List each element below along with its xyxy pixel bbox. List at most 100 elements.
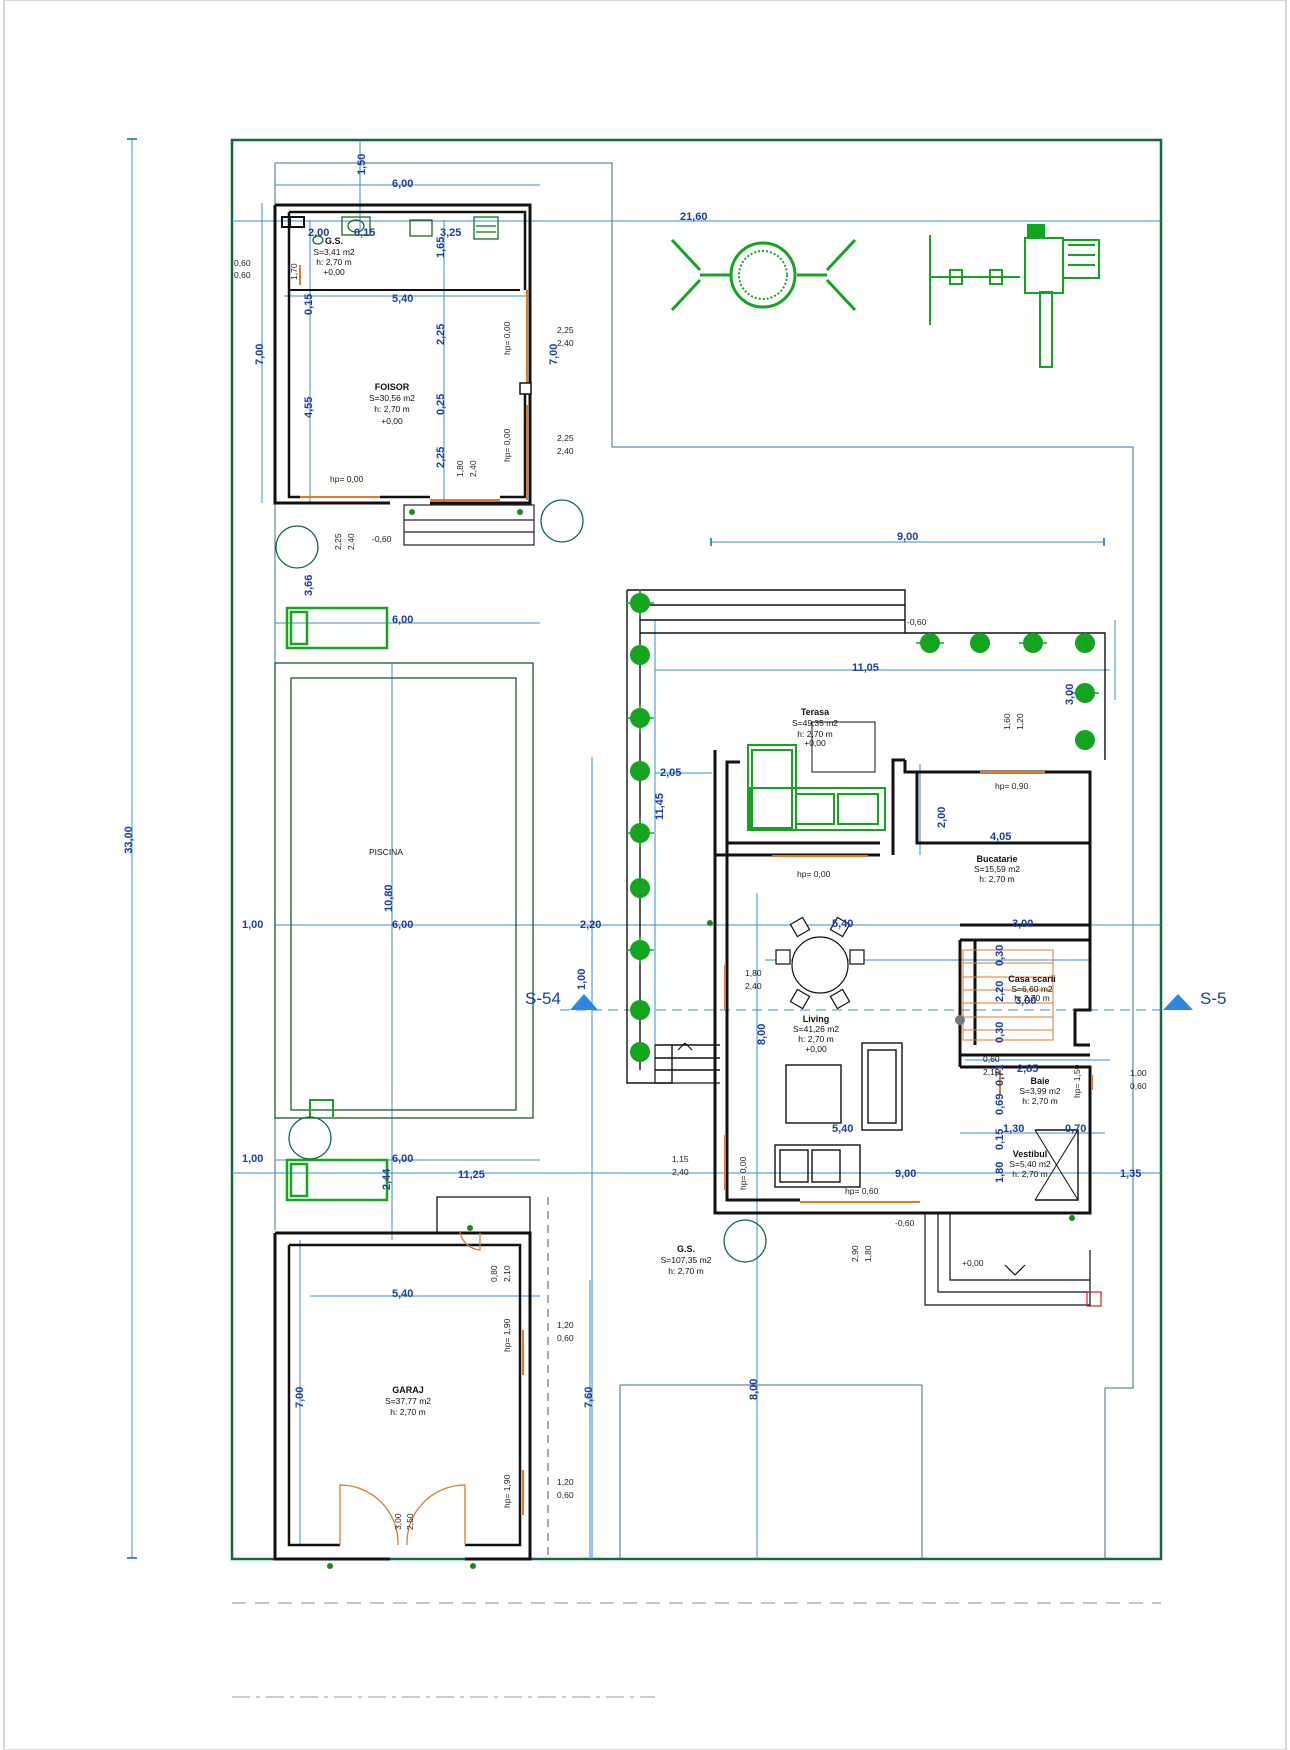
dim-v30b: 0,30 xyxy=(994,1022,1006,1043)
room-garaj-area: S=37,77 m2 xyxy=(385,1396,431,1406)
dim-terrace-w: 9,00 xyxy=(897,531,918,543)
terrace-sofa xyxy=(747,721,886,831)
dim-vest-top: 1,30 xyxy=(1003,1123,1024,1135)
section-label-right: S-5 xyxy=(1200,989,1226,1008)
level-minus-a: -0,60 xyxy=(372,534,392,544)
door-b-w: 3,00 xyxy=(393,1513,403,1530)
room-living-height: h: 2,70 m xyxy=(798,1034,833,1044)
section-marker-left xyxy=(570,994,598,1010)
piscina-outline xyxy=(274,662,534,1119)
window-d-h: 2,40 xyxy=(468,460,478,477)
foisor-lamp xyxy=(517,509,523,515)
dining-set xyxy=(775,916,865,1010)
window-g-w: 2,90 xyxy=(850,1245,860,1262)
hp-label: hp= 0,00 xyxy=(330,474,364,484)
dim-gs-small-w2: 0,15 xyxy=(354,227,375,239)
room-foisor-area: S=30,56 m2 xyxy=(369,393,415,403)
room-terasa-height: h: 2,70 m xyxy=(797,729,832,739)
room-gs-total-height: h: 2,70 m xyxy=(668,1266,703,1276)
window-i-w: 1,20 xyxy=(557,1477,574,1487)
window-f-w: 1,15 xyxy=(672,1154,689,1164)
door-c-w: 0,60 xyxy=(983,1054,1000,1064)
dim-v220: 2,20 xyxy=(994,981,1006,1002)
dim-pool-w-top: 6,00 xyxy=(392,614,413,626)
dimension-ticks xyxy=(127,138,1105,1559)
room-garaj-name: GARAJ xyxy=(392,1385,424,1395)
dim-pool-gap-a: 1,00 xyxy=(242,919,263,931)
room-living-level: +0,00 xyxy=(805,1044,827,1054)
lot-boundary xyxy=(230,138,1163,1561)
foisor-lamp xyxy=(409,509,415,515)
room-casa-scarii-height: h: 2,70 m xyxy=(1014,993,1049,1003)
dim-gap1: 3,66 xyxy=(303,575,315,596)
hp-label: hp= 1,50 xyxy=(1072,1064,1082,1098)
dim-gs-wall: 0,15 xyxy=(303,294,315,315)
hp-label: hp= 0,00 xyxy=(797,869,831,879)
dim-yard-w: 11,25 xyxy=(458,1169,485,1181)
window-d-w: 1,80 xyxy=(455,460,465,477)
playground-set xyxy=(929,224,1100,368)
window-c-h: 2,40 xyxy=(346,533,356,550)
dim-house-bottom-w: 9,00 xyxy=(895,1168,916,1180)
room-terasa-area: S=49,35 m2 xyxy=(792,718,838,728)
dim-h225b: 2,25 xyxy=(435,447,447,468)
window-b-w: 2,25 xyxy=(557,433,574,443)
room-bucatarie-area: S=15,59 m2 xyxy=(974,864,1020,874)
room-foisor-name: FOISOR xyxy=(375,382,410,392)
level-minus-c: -0,60 xyxy=(895,1218,915,1228)
dim-garage-inner-w: 5,40 xyxy=(392,1288,413,1300)
dim-pool-w-mid: 6,00 xyxy=(392,919,413,931)
lamp xyxy=(1069,1215,1075,1221)
lamp xyxy=(707,920,713,926)
dim-v30a: 0,30 xyxy=(994,945,1006,966)
foisor-windows xyxy=(299,265,528,501)
window-a-w: 2,25 xyxy=(557,325,574,335)
round-canopy-pattern xyxy=(738,250,788,300)
dim-pool-len: 10,80 xyxy=(383,884,395,912)
dim-mid-gap: 1,00 xyxy=(576,969,588,990)
hp-label: hp= 1,90 xyxy=(502,1318,512,1352)
dim-garage-left: 2,44 xyxy=(381,1168,393,1190)
pool-ladder xyxy=(309,1099,334,1117)
dim-h025: 0,25 xyxy=(435,394,447,415)
dim-bath-w: 2,85 xyxy=(1017,1063,1038,1075)
room-vestibul-name: Vestibul xyxy=(1013,1149,1048,1159)
room-vestibul-height: h: 2,70 m xyxy=(1012,1169,1047,1179)
door-a-h: 2,10 xyxy=(502,1265,512,1282)
window-h-h: 0,60 xyxy=(557,1333,574,1343)
room-vestibul-area: S=5,40 m2 xyxy=(1009,1159,1051,1169)
dim-foisor-offset: 1,50 xyxy=(356,154,368,175)
window-c-w: 2,25 xyxy=(333,533,343,550)
dim-v015: 0,15 xyxy=(994,1129,1006,1150)
dim-gs-depth: 1,65 xyxy=(435,237,447,258)
dim-gs-small-w: 2,00 xyxy=(308,227,329,239)
foisor-walls xyxy=(273,203,532,505)
terrace-plant-spikes xyxy=(626,589,1099,964)
hp-label: hp= 0,00 xyxy=(738,1156,748,1190)
window-f-h: 2,40 xyxy=(672,1167,689,1177)
level-minus-b: -0,60 xyxy=(907,617,927,627)
pool-loungers xyxy=(285,606,389,1202)
dim-living-w: 5,40 xyxy=(832,918,853,930)
dim-stair-w: 3,00 xyxy=(1012,918,1033,930)
dim-v0: 0,60 xyxy=(234,258,251,268)
hp-label: hp= 0,00 xyxy=(502,428,512,462)
room-bucatarie-height: h: 2,70 m xyxy=(979,874,1014,884)
dim-gs-left: 1,70 xyxy=(289,263,299,280)
section-label-left: S-54 xyxy=(525,989,561,1008)
dim-foisor-inner-width: 5,40 xyxy=(392,293,413,305)
entry-steps xyxy=(924,1213,1091,1306)
tree-symbol xyxy=(723,1219,767,1263)
room-bucatarie-name: Bucatarie xyxy=(976,854,1017,864)
room-gs-small-level: +0,00 xyxy=(323,267,345,277)
window-j-h: 0,60 xyxy=(1130,1081,1147,1091)
room-casa-scarii-name: Casa scarii xyxy=(1008,974,1056,984)
dim-side-b: 7,60 xyxy=(583,1387,595,1408)
foisor-fixtures xyxy=(312,216,499,245)
dim-pool-gap-b: 1,00 xyxy=(242,1153,263,1165)
lamp xyxy=(327,1563,333,1569)
dim-v069: 0,69 xyxy=(994,1094,1006,1115)
room-labels: G.S. S=3,41 m2 h: 2,70 m +0,00 FOISOR S=… xyxy=(313,236,1061,1417)
window-k-w: 1,60 xyxy=(1002,713,1012,730)
